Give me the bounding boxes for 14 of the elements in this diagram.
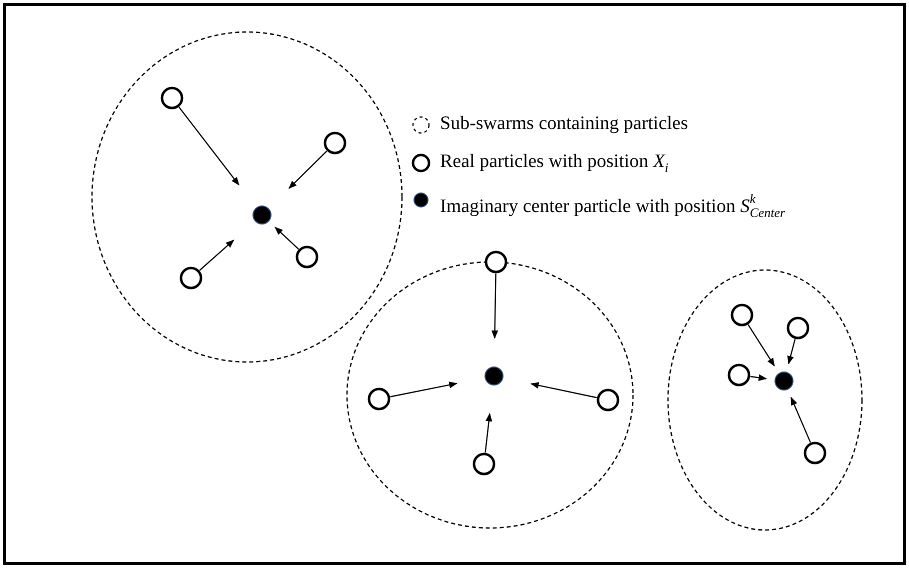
arrow xyxy=(491,273,498,339)
arrow xyxy=(288,150,328,189)
arrow xyxy=(750,374,767,381)
arrow xyxy=(530,382,597,398)
arrow xyxy=(274,226,299,250)
arrow xyxy=(199,240,234,271)
arrow xyxy=(390,382,458,398)
arrow xyxy=(790,396,811,443)
arrow xyxy=(748,324,775,367)
legend-text: Sub-swarms containing particles xyxy=(440,112,688,136)
legend-text: Real particles with position X$_{i}$ xyxy=(440,150,668,177)
arrow xyxy=(178,106,240,186)
arrow xyxy=(787,338,796,364)
arrow xyxy=(484,412,492,453)
